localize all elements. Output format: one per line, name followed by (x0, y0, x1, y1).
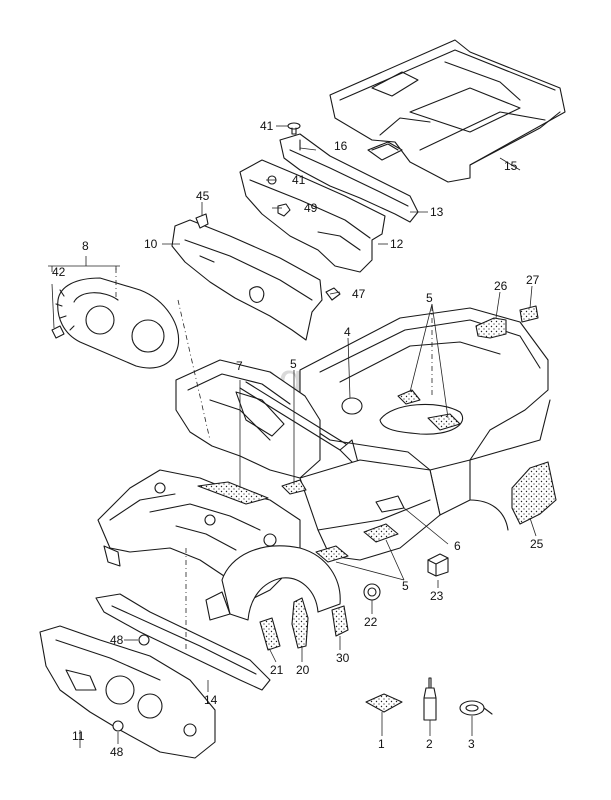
callout-13: 13 (430, 205, 444, 219)
callout-27: 27 (526, 273, 540, 287)
callout-1: 1 (378, 737, 385, 751)
part-3-tape-roll (459, 700, 493, 716)
callout-26: 26 (494, 279, 508, 293)
clip-49 (277, 203, 291, 217)
clip-41-top (287, 122, 301, 135)
callout-30: 30 (336, 651, 350, 665)
pad-27 (519, 305, 539, 323)
callout-21: 21 (270, 663, 284, 677)
callout-12: 12 (390, 237, 404, 251)
pad-20 (291, 597, 309, 649)
pad-4-round (341, 397, 363, 415)
clip-48-top (138, 634, 150, 646)
callout-5-cowl: 5 (290, 357, 297, 371)
callout-6: 6 (454, 539, 461, 553)
leader-lines (48, 125, 537, 748)
pad-5-floor-a (315, 545, 349, 563)
callout-4: 4 (344, 325, 351, 339)
part-floor-carpet (329, 39, 566, 183)
callout-42: 42 (52, 265, 66, 279)
callout-3: 3 (468, 737, 475, 751)
part-1-pad (365, 693, 403, 713)
callout-49: 49 (304, 201, 318, 215)
pad-5-rear-left (397, 389, 421, 405)
clip-48-bottom (112, 720, 124, 732)
part-wheelhouse-pad (511, 461, 557, 525)
callout-labels: 41 16 15 41 45 49 13 10 12 8 42 26 27 47… (52, 119, 544, 759)
callout-2: 2 (426, 737, 433, 751)
callout-14: 14 (204, 693, 218, 707)
callout-45: 45 (196, 189, 210, 203)
clip-42 (51, 325, 65, 339)
callout-47: 47 (352, 287, 366, 301)
part-upper-insulation (279, 133, 419, 223)
part-dash-insulation (239, 159, 386, 273)
callout-48-bottom: 48 (110, 745, 124, 759)
part-bulkhead-insulation (171, 219, 323, 341)
callout-11: 11 (72, 729, 85, 743)
callout-23: 23 (430, 589, 444, 603)
callout-48-top: 48 (110, 633, 124, 647)
callout-8: 8 (82, 239, 89, 253)
part-label-pad (367, 141, 403, 161)
callout-5-rear: 5 (426, 291, 433, 305)
part-2-tube (423, 677, 437, 721)
callout-22: 22 (364, 615, 378, 629)
callout-10: 10 (144, 237, 158, 251)
callout-25: 25 (530, 537, 544, 551)
part-dash-insulator (39, 625, 216, 759)
part-block-23 (427, 553, 449, 577)
callout-16: 16 (334, 139, 348, 153)
part-strip-14 (95, 593, 271, 691)
callout-41-top: 41 (260, 119, 274, 133)
pad-5-floor-b (363, 523, 399, 543)
callout-5-floor: 5 (402, 579, 409, 593)
pad-7-front (197, 481, 269, 505)
pad-26 (475, 317, 507, 339)
clip-47 (325, 287, 341, 301)
part-round-insulation (55, 277, 180, 369)
part-body-shell (97, 307, 551, 621)
callout-7: 7 (236, 359, 243, 373)
callout-15: 15 (504, 159, 518, 173)
pad-5-rear-right (427, 413, 461, 431)
clip-45 (195, 213, 209, 229)
pad-30 (331, 605, 349, 637)
pad-21 (259, 617, 281, 651)
callout-41-mid: 41 (292, 173, 306, 187)
part-grommet-22 (363, 583, 381, 601)
callout-20: 20 (296, 663, 310, 677)
